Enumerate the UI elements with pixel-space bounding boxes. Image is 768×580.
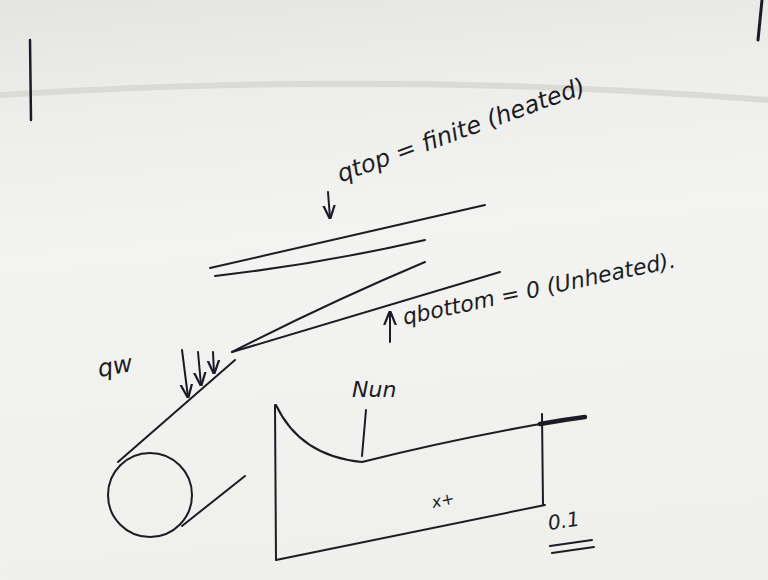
axis-value: 0.1 [546,508,581,534]
wall-flux-arrow [213,352,214,373]
double-underline [550,540,592,546]
curve-label: Nun [352,378,396,402]
page-fold [0,84,768,100]
top-plate [210,205,485,268]
leader-line [362,410,366,456]
margin-mark [758,0,762,40]
nusselt-curve [276,405,540,462]
margin-mark [30,40,31,120]
nusselt-curve [540,417,585,424]
wall-flux-arrow [182,350,188,397]
y-axis [275,405,276,560]
wall-flux-arrow [198,352,201,385]
wall-flux-label: qw [96,350,135,382]
axis-label: x+ [430,489,456,511]
profile-line [215,240,425,276]
x-axis [276,505,545,560]
double-underline [552,547,594,553]
pipe-section [108,453,192,537]
limit-line [542,414,543,505]
heat-flux-arrow [328,192,330,218]
heat-flux-arrow [389,312,391,342]
profile-line [232,262,425,352]
heat-flux-label: qtop = finite (heated) [333,73,588,187]
pipe-wall [182,476,245,526]
pipe-wall [118,360,235,462]
